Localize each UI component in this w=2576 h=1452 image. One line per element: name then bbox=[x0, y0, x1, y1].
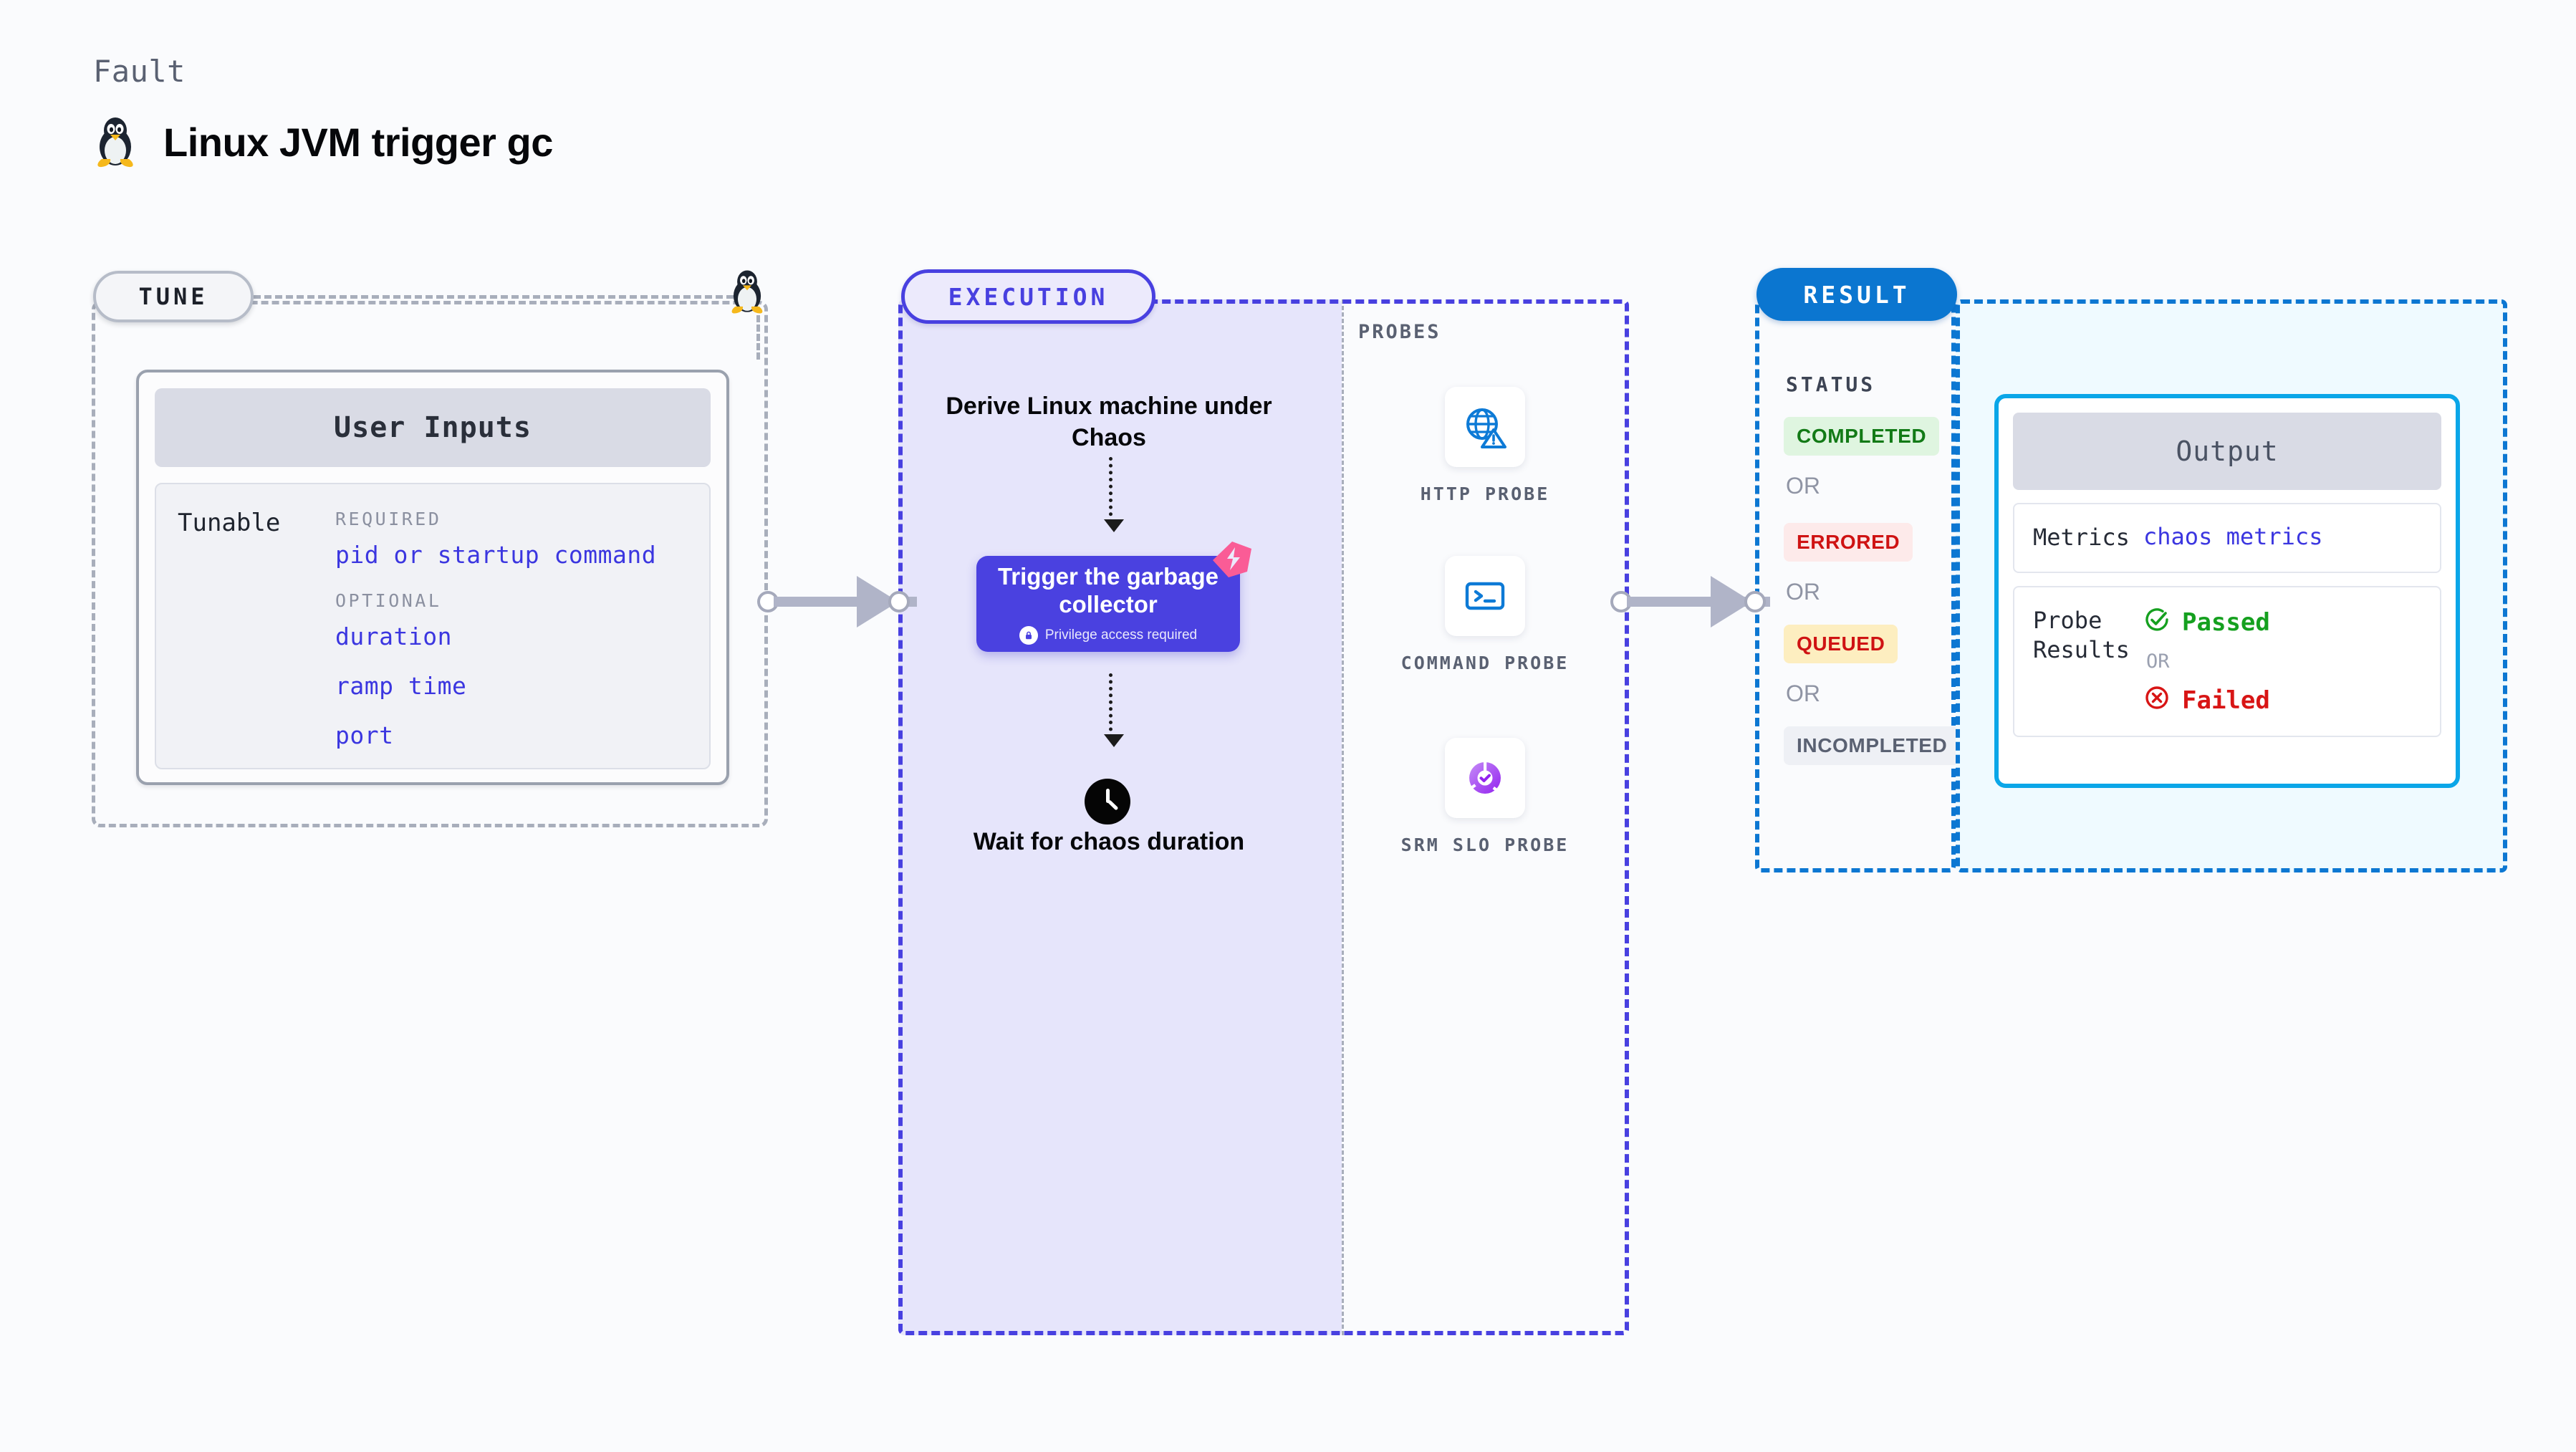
output-row-metrics: Metrics chaos metrics bbox=[2013, 503, 2441, 573]
page-kicker: Fault bbox=[93, 54, 186, 89]
status-label: STATUS bbox=[1786, 372, 1876, 396]
probe-results-label-text: Probe Results bbox=[2033, 606, 2130, 664]
execution-arrow-2 bbox=[1104, 673, 1124, 747]
tune-linux-penguin-icon bbox=[728, 268, 766, 319]
probe-item-srm-slo[interactable]: SRM SLO PROBE bbox=[1381, 738, 1589, 858]
x-circle-icon bbox=[2143, 684, 2171, 717]
output-card: Output Metrics chaos metrics Probe Resul… bbox=[1994, 394, 2460, 788]
privilege-note-text: Privilege access required bbox=[1044, 628, 1198, 643]
clock-icon bbox=[1085, 779, 1130, 824]
tunable-group-required: REQUIRED pid or startup command bbox=[335, 509, 709, 569]
lock-icon bbox=[1019, 626, 1038, 645]
check-circle-icon bbox=[2143, 606, 2171, 639]
result-section bbox=[1755, 299, 1956, 872]
tunable-label: Tunable bbox=[178, 509, 281, 537]
page-title: Linux JVM trigger gc bbox=[163, 119, 553, 165]
probe-result-passed: Passed bbox=[2143, 606, 2440, 639]
execution-step-1: Derive Linux machine under Chaos bbox=[946, 393, 1272, 452]
linux-penguin-icon bbox=[93, 115, 138, 169]
probe-result-failed-text: Failed bbox=[2182, 686, 2270, 715]
execution-node-title: Trigger the garbage collector bbox=[997, 562, 1219, 617]
terminal-icon bbox=[1445, 556, 1525, 636]
chaos-fault-icon bbox=[1211, 540, 1253, 580]
connector-dot-right bbox=[888, 591, 910, 612]
probe-result-or: OR bbox=[2146, 650, 2170, 673]
probes-section-label: PROBES bbox=[1358, 321, 1441, 343]
probe-result-failed: Failed bbox=[2143, 684, 2440, 717]
tune-connector-stem bbox=[756, 315, 760, 360]
probe-results-label: Probe Results bbox=[2014, 606, 2143, 717]
execution-pill-label[interactable]: EXECUTION bbox=[901, 269, 1155, 324]
tunable-item[interactable]: pid or startup command bbox=[335, 541, 657, 569]
status-or: OR bbox=[1786, 681, 1820, 706]
group-label-required: REQUIRED bbox=[335, 509, 442, 529]
execution-step-3: Wait for chaos duration bbox=[973, 828, 1245, 855]
tunable-group-optional: OPTIONAL duration ramp time port bbox=[335, 590, 709, 749]
result-pill-label[interactable]: RESULT bbox=[1756, 268, 1957, 321]
output-row-probe-results: Probe Results Passed OR bbox=[2013, 585, 2441, 737]
output-card-title: Output bbox=[2013, 413, 2441, 490]
probe-result-passed-text: Passed bbox=[2182, 607, 2270, 637]
output-row-label: Metrics bbox=[2033, 524, 2130, 551]
globe-warning-icon bbox=[1445, 387, 1525, 467]
probe-results-values: Passed OR Failed bbox=[2143, 606, 2440, 717]
status-or: OR bbox=[1786, 473, 1820, 499]
tunable-item[interactable]: ramp time bbox=[335, 672, 467, 700]
status-badge-queued: QUEUED bbox=[1784, 625, 1898, 663]
tunable-row: Tunable REQUIRED pid or startup command … bbox=[155, 483, 711, 769]
tune-connector-line bbox=[254, 295, 755, 299]
execution-node-privilege: Privilege access required bbox=[1019, 626, 1197, 645]
probe-item-command[interactable]: COMMAND PROBE bbox=[1381, 556, 1589, 676]
status-badge-completed: COMPLETED bbox=[1784, 417, 1940, 456]
status-or: OR bbox=[1786, 579, 1820, 605]
tunable-values: REQUIRED pid or startup command OPTIONAL… bbox=[335, 509, 709, 768]
group-label-optional: OPTIONAL bbox=[335, 590, 442, 611]
probe-caption: COMMAND PROBE bbox=[1400, 653, 1570, 673]
connector-dot-right bbox=[1744, 591, 1766, 612]
user-inputs-card: User Inputs Tunable REQUIRED pid or star… bbox=[136, 370, 729, 785]
user-inputs-title: User Inputs bbox=[155, 388, 711, 467]
probe-caption: HTTP PROBE bbox=[1420, 484, 1550, 504]
status-badge-incompleted: INCOMPLETED bbox=[1784, 726, 1961, 765]
tunable-item[interactable]: port bbox=[335, 721, 394, 749]
probe-caption: SRM SLO PROBE bbox=[1400, 835, 1570, 855]
tunable-item[interactable]: duration bbox=[335, 622, 452, 650]
page-title-row: Linux JVM trigger gc bbox=[93, 115, 553, 169]
slo-donut-check-icon bbox=[1445, 738, 1525, 818]
execution-chaos-node[interactable]: Trigger the garbage collector Privilege … bbox=[976, 542, 1251, 652]
tune-pill-label[interactable]: TUNE bbox=[93, 271, 254, 322]
probe-item-http[interactable]: HTTP PROBE bbox=[1381, 387, 1589, 507]
tune-section bbox=[92, 301, 768, 827]
execution-arrow-1 bbox=[1104, 457, 1124, 532]
execution-section bbox=[898, 299, 1629, 1335]
output-row-value[interactable]: chaos metrics bbox=[2143, 523, 2323, 550]
status-badge-errored: ERRORED bbox=[1784, 523, 1913, 562]
